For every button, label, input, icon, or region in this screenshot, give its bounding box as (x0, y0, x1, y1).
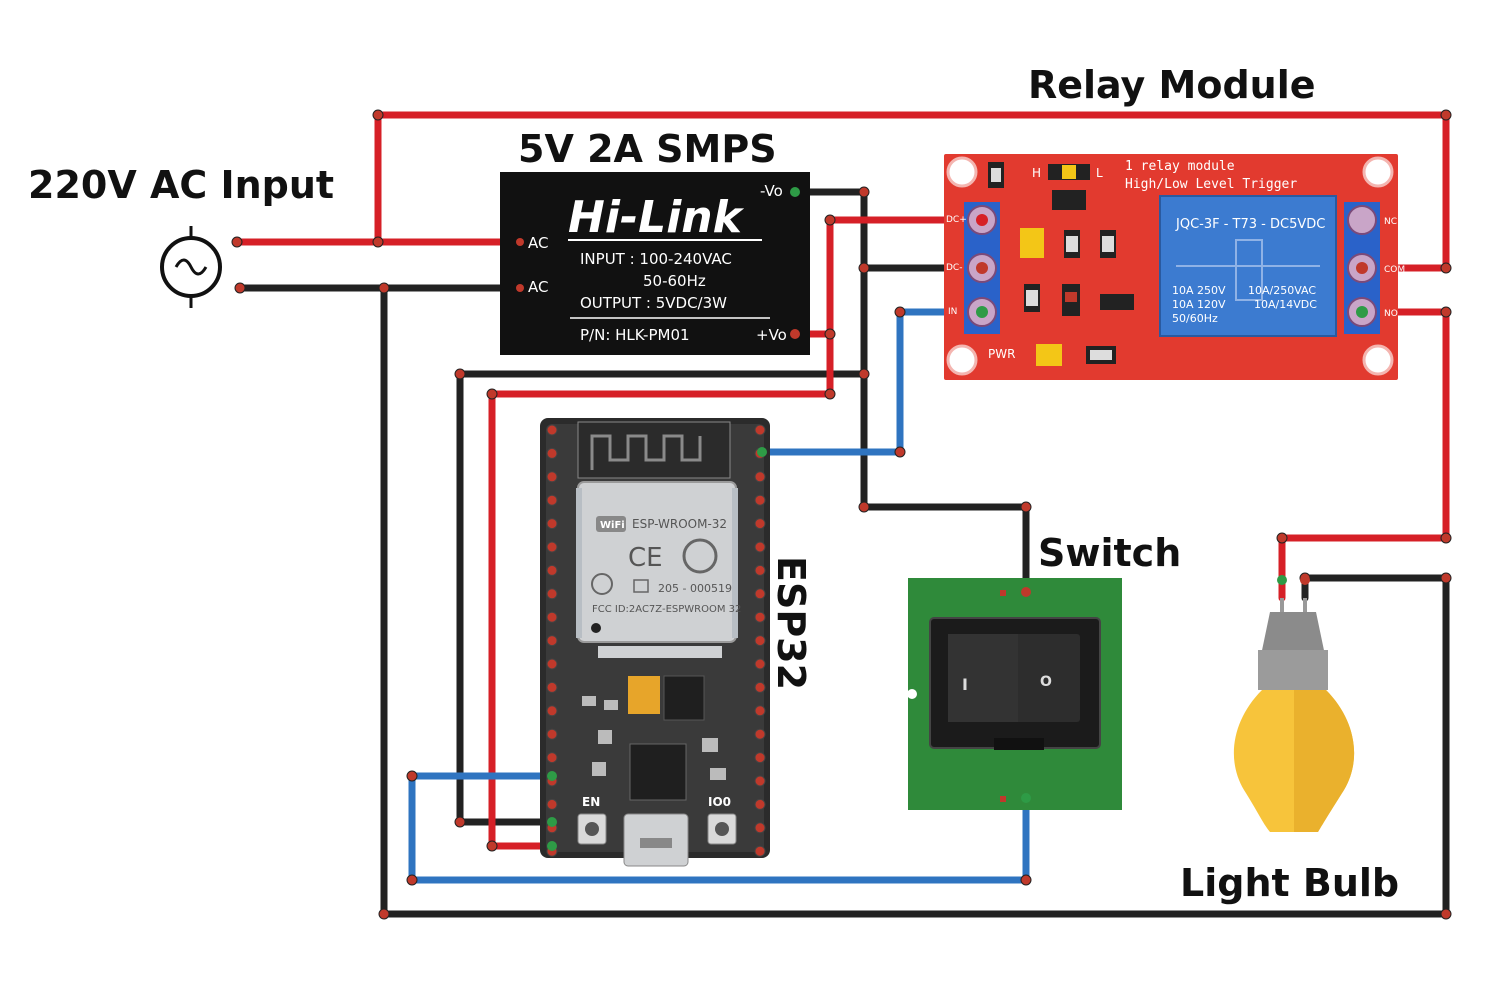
signal-wire-esp32-to-relay-in (758, 308, 970, 456)
esp32-ce-mark: CE (628, 543, 663, 573)
esp32-header-pin (754, 564, 766, 576)
esp32-io0-label: IO0 (708, 795, 731, 809)
esp32-header-pin (754, 494, 766, 506)
smps-label: 5V 2A SMPS (518, 127, 777, 171)
esp32-header-pin (546, 658, 558, 670)
esp32-wifi-logo: WiFi (600, 520, 625, 531)
relay-rating-l2: 10A 120V (1172, 298, 1226, 311)
relay-rating-r1: 10A/250VAC (1248, 284, 1316, 297)
esp32-en-label: EN (582, 795, 600, 809)
smps-output-text: OUTPUT : 5VDC/3W (580, 294, 727, 312)
relay-rating-r2: 10A/14VDC (1254, 298, 1317, 311)
relay-pin-gnd: DC- (946, 263, 962, 273)
jumper-l-label: L (1096, 166, 1103, 180)
esp32-header-pin (754, 518, 766, 530)
esp32-header-pin (754, 658, 766, 670)
esp32-cert: 205 - 000519 (658, 582, 732, 595)
esp32-header-pin (546, 798, 558, 810)
esp32-header-pin (546, 752, 558, 764)
relay-model-text: JQC-3F - T73 - DC5VDC (1175, 217, 1325, 232)
relay-pin-nc: NC (1384, 217, 1397, 227)
smps-input-text: INPUT : 100-240VAC (580, 250, 732, 268)
esp32-right-pins (754, 424, 766, 857)
esp32-header-pin (754, 822, 766, 834)
relay-title-1: 1 relay module (1125, 159, 1235, 174)
relay-rating-l1: 10A 250V (1172, 284, 1226, 297)
relay-module: 1 relay module High/Low Level Trigger H … (944, 154, 1405, 380)
esp32-header-pin (546, 541, 558, 553)
esp32-header-pin (754, 705, 766, 717)
light-bulb-label: Light Bulb (1180, 861, 1399, 905)
smps-pin-vpos: +Vo (756, 326, 787, 344)
esp32-header-pin (754, 635, 766, 647)
relay-module-label: Relay Module (1028, 63, 1316, 107)
smps-pin-ac1: AC (528, 234, 548, 252)
esp32-header-pin (754, 681, 766, 693)
switch-label: Switch (1038, 531, 1181, 575)
esp32-header-pin (754, 775, 766, 787)
esp32-header-pin (754, 611, 766, 623)
esp32-header-pin (754, 471, 766, 483)
esp32-header-pin (546, 681, 558, 693)
light-bulb (1233, 575, 1355, 832)
gnd-wire-smps-to-switch (860, 370, 1030, 594)
esp32-header-pin (754, 424, 766, 436)
relay-pin-in: IN (948, 307, 957, 317)
ac-input-label: 220V AC Input (28, 163, 334, 207)
esp32-label: ESP32 (769, 556, 813, 690)
esp32-header-pin (546, 447, 558, 459)
esp32-header-pin (754, 845, 766, 857)
jumper-h-label: H (1032, 166, 1041, 180)
esp32-header-pin (546, 635, 558, 647)
esp32-header-pin (754, 752, 766, 764)
switch-off-mark: O (1040, 674, 1052, 690)
relay-pin-com: COM (1384, 265, 1405, 275)
esp32-header-pin (754, 798, 766, 810)
esp32-header-pin (546, 728, 558, 740)
esp32-header-pin (546, 611, 558, 623)
esp32-header-pin (546, 588, 558, 600)
esp32-header-pin (546, 518, 558, 530)
vcc-wire-smps-to-relay (791, 216, 970, 338)
esp32-header-pin (754, 588, 766, 600)
esp32-module-name: ESP-WROOM-32 (632, 517, 727, 531)
esp32-header-pin (754, 728, 766, 740)
smps-pin-vneg: -Vo (760, 182, 783, 200)
esp32-header-pin (546, 705, 558, 717)
rocker-switch[interactable]: I O (907, 578, 1122, 810)
ac-source (160, 226, 222, 308)
esp32-header-pin (546, 471, 558, 483)
smps-pin-ac2: AC (528, 278, 548, 296)
esp32-header-pin (546, 424, 558, 436)
relay-title-2: High/Low Level Trigger (1125, 177, 1297, 192)
smps-pn-text: P/N: HLK-PM01 (580, 326, 690, 344)
switch-on-mark: I (962, 675, 968, 694)
esp32-header-pin (546, 564, 558, 576)
relay-pwr-label: PWR (988, 347, 1015, 361)
esp32-header-pin (754, 541, 766, 553)
relay-rating-l3: 50/60Hz (1172, 312, 1218, 325)
smps-freq-text: 50-60Hz (643, 272, 706, 290)
gnd-wire-smps-to-relay (791, 188, 970, 272)
esp32-board: WiFi ESP-WROOM-32 CE 205 - 000519 FCC ID… (540, 418, 770, 867)
esp32-header-pin (546, 494, 558, 506)
smps-brand: Hi-Link (568, 192, 745, 243)
relay-pin-no: NO (1384, 309, 1398, 319)
relay-pin-vcc: DC+ (946, 215, 967, 225)
esp32-fcc: FCC ID:2AC7Z-ESPWROOM 32 (592, 604, 741, 615)
smps-module: Hi-Link INPUT : 100-240VAC 50-60Hz OUTPU… (500, 172, 810, 355)
